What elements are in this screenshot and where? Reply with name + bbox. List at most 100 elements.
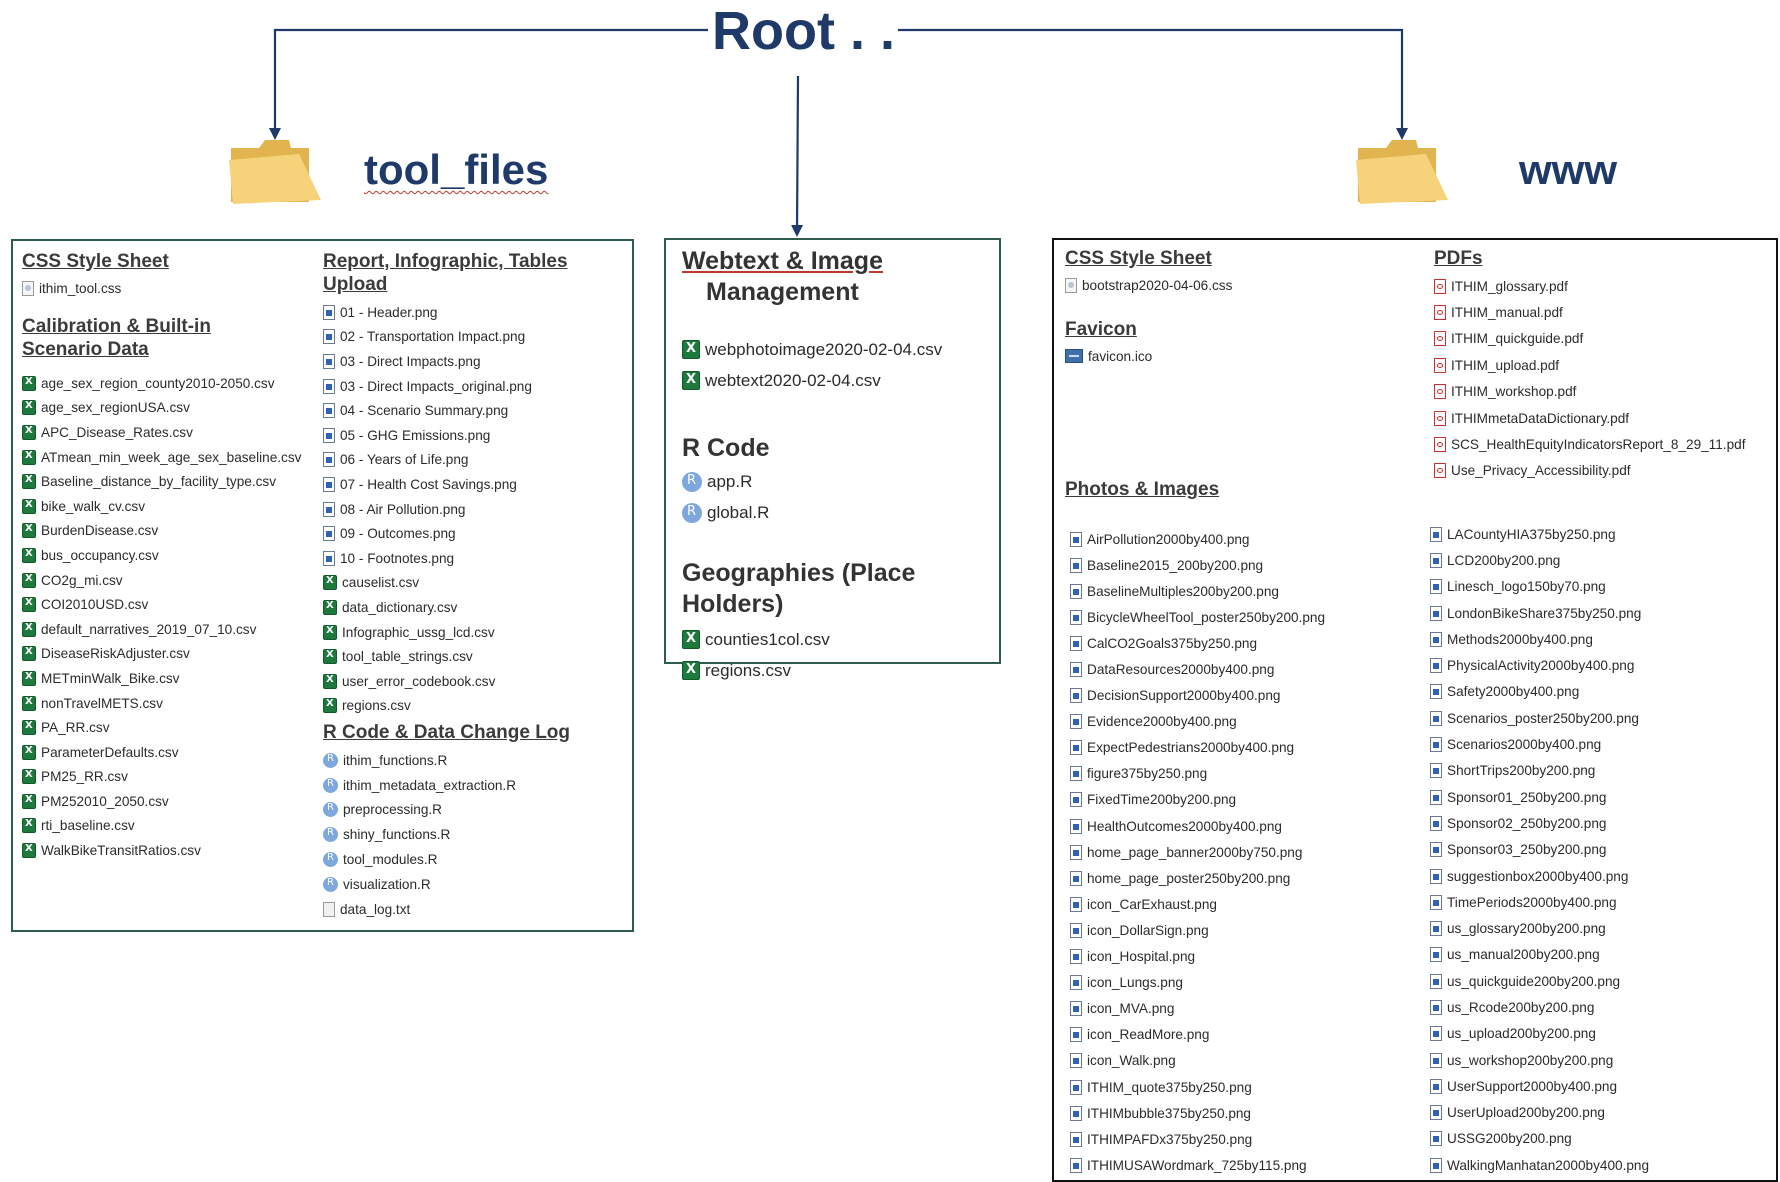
file-item: LondonBikeShare375by250.png: [1430, 600, 1649, 626]
excel-file-icon: [22, 744, 36, 760]
file-name: WalkBikeTransitRatios.csv: [41, 843, 201, 859]
css-file-icon: [1065, 277, 1077, 293]
file-list: age_sex_region_county2010-2050.csvage_se…: [22, 371, 301, 863]
file-name: figure375by250.png: [1087, 766, 1208, 782]
file-item: icon_Lungs.png: [1070, 970, 1325, 996]
excel-file-icon: [22, 769, 36, 785]
file-item: UserUpload200by200.png: [1430, 1100, 1649, 1126]
file-item: icon_ReadMore.png: [1070, 1022, 1325, 1048]
r-script-icon: [682, 471, 702, 492]
image-file-icon: [1430, 842, 1442, 858]
file-name: Baseline2015_200by200.png: [1087, 557, 1264, 573]
image-file-icon: [1430, 526, 1442, 542]
file-name: HealthOutcomes2000by400.png: [1087, 818, 1282, 834]
excel-file-icon: [323, 649, 337, 665]
file-name: 05 - GHG Emissions.png: [340, 427, 491, 443]
excel-file-icon: [22, 621, 36, 637]
root-title: Root . .: [712, 1, 895, 61]
file-name: data_dictionary.csv: [342, 599, 458, 615]
image-file-icon: [1070, 949, 1082, 965]
image-file-icon: [323, 403, 335, 419]
file-item: nonTravelMETS.csv: [22, 691, 301, 716]
r-script-icon: [323, 827, 338, 843]
image-file-icon: [323, 501, 335, 517]
file-item: ShortTrips200by200.png: [1430, 758, 1649, 784]
image-file-icon: [1430, 737, 1442, 753]
file-name: user_error_codebook.csv: [342, 673, 496, 689]
file-item: BurdenDisease.csv: [22, 519, 301, 544]
file-name: 04 - Scenario Summary.png: [340, 403, 509, 419]
excel-file-icon: [682, 340, 700, 359]
file-item: 02 - Transportation Impact.png: [323, 325, 632, 350]
file-name: counties1col.csv: [705, 629, 830, 649]
file-item: icon_CarExhaust.png: [1070, 891, 1325, 917]
folder-icon: [1356, 140, 1448, 204]
pdf-file-icon: [1434, 410, 1446, 426]
file-item: 05 - GHG Emissions.png: [323, 423, 632, 448]
pdf-file-icon: [1434, 305, 1446, 321]
file-name: ATmean_min_week_age_sex_baseline.csv: [41, 449, 302, 465]
file-name: bus_occupancy.csv: [41, 547, 159, 563]
file-name: rti_baseline.csv: [41, 818, 135, 834]
file-item: bus_occupancy.csv: [22, 543, 301, 568]
file-item: ithim_metadata_extraction.R: [323, 773, 570, 798]
file-item: data_log.txt: [323, 897, 570, 922]
section-heading: R Code: [682, 434, 770, 462]
file-name: ITHIM_glossary.pdf: [1451, 278, 1568, 294]
file-item: rti_baseline.csv: [22, 814, 301, 839]
file-name: regions.csv: [342, 698, 411, 714]
file-name: Infographic_ussg_lcd.csv: [342, 624, 495, 640]
image-file-icon: [1070, 557, 1082, 573]
file-item: COI2010USD.csv: [22, 592, 301, 617]
image-file-icon: [1070, 792, 1082, 808]
image-file-icon: [1430, 789, 1442, 805]
file-item: CalCO2Goals375by250.png: [1070, 630, 1325, 656]
pdf-file-icon: [1434, 437, 1446, 453]
file-list: favicon.ico: [1065, 345, 1152, 367]
file-item: APC_Disease_Rates.csv: [22, 420, 301, 445]
file-item: BicycleWheelTool_poster250by200.png: [1070, 604, 1325, 630]
file-item: us_Rcode200by200.png: [1430, 994, 1649, 1020]
file-name: visualization.R: [343, 876, 431, 892]
file-item: ITHIM_upload.pdf: [1434, 352, 1745, 378]
file-name: ITHIM_quote375by250.png: [1087, 1079, 1252, 1095]
file-item: app.R: [682, 466, 770, 497]
image-file-icon: [1430, 684, 1442, 700]
file-name: icon_CarExhaust.png: [1087, 896, 1217, 912]
file-item: Sponsor02_250by200.png: [1430, 810, 1649, 836]
image-file-icon: [1430, 710, 1442, 726]
excel-file-icon: [22, 670, 36, 686]
file-name: Sponsor02_250by200.png: [1447, 815, 1607, 831]
section-heading: R Code & Data Change Log: [323, 722, 571, 743]
file-item: WalkingManhatan2000by400.png: [1430, 1152, 1649, 1178]
file-item: data_dictionary.csv: [323, 595, 632, 620]
file-name: icon_MVA.png: [1087, 1001, 1175, 1017]
file-name: suggestionbox2000by400.png: [1447, 868, 1629, 884]
excel-file-icon: [323, 624, 337, 640]
file-item: ITHIM_workshop.pdf: [1434, 379, 1745, 405]
rcode-log-section: R Code & Data Change Log ithim_functions…: [323, 721, 570, 922]
file-name: icon_DollarSign.png: [1087, 922, 1209, 938]
excel-file-icon: [22, 375, 36, 391]
file-item: DiseaseRiskAdjuster.csv: [22, 642, 301, 667]
file-item: 10 - Footnotes.png: [323, 546, 632, 571]
file-name: tool_modules.R: [343, 852, 438, 868]
css-section: CSS Style Sheet bootstrap2020-04-06.css: [1065, 247, 1232, 296]
excel-file-icon: [323, 698, 337, 714]
section-heading: Management: [706, 278, 859, 306]
file-name: us_manual200by200.png: [1447, 947, 1600, 963]
file-item: shiny_functions.R: [323, 822, 570, 847]
file-item: CO2g_mi.csv: [22, 568, 301, 593]
file-item: 01 - Header.png: [323, 300, 632, 325]
excel-file-icon: [22, 720, 36, 736]
image-file-icon: [323, 452, 335, 468]
file-item: 08 - Air Pollution.png: [323, 497, 632, 522]
file-item: bike_walk_cv.csv: [22, 494, 301, 519]
file-item: tool_modules.R: [323, 847, 570, 872]
excel-file-icon: [22, 523, 36, 539]
file-name: BurdenDisease.csv: [41, 523, 159, 539]
file-item: icon_MVA.png: [1070, 996, 1325, 1022]
